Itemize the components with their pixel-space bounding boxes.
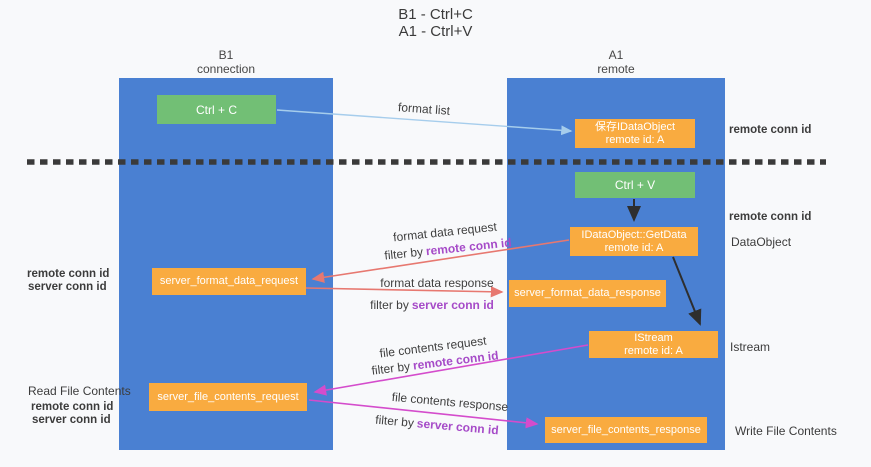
- diagram-title: B1 - Ctrl+C A1 - Ctrl+V: [0, 6, 871, 40]
- node-server-file-contents-request-label: server_file_contents_request: [157, 390, 299, 403]
- node-istream: IStream remote id: A: [589, 331, 718, 358]
- filter-by-text-1: filter by: [383, 244, 424, 263]
- left-server-conn-id-mid: server conn id: [28, 281, 107, 293]
- node-server-format-data-request: server_format_data_request: [152, 268, 306, 295]
- title-line-2: A1 - Ctrl+V: [398, 23, 473, 40]
- node-getdata-line2: remote id: A: [604, 241, 664, 254]
- server-conn-id-inline-1: server conn id: [411, 298, 494, 312]
- node-ctrl-v-label: Ctrl + V: [614, 178, 656, 192]
- node-ctrl-v: Ctrl + V: [575, 172, 695, 198]
- label-format-list: format list: [397, 100, 451, 118]
- node-server-file-contents-response-label: server_file_contents_response: [551, 423, 701, 436]
- left-column-header: B1 connection: [119, 48, 333, 76]
- node-istream-line2: remote id: A: [624, 344, 683, 357]
- right-istream-label: Istream: [730, 340, 771, 354]
- node-save-dataobject: 保存IDataObject remote id: A: [575, 119, 695, 148]
- left-remote-conn-id-mid: remote conn id: [27, 268, 110, 280]
- node-ctrl-c: Ctrl + C: [157, 95, 276, 124]
- node-ctrl-c-label: Ctrl + C: [195, 102, 237, 117]
- node-server-format-data-response: server_format_data_response: [509, 280, 666, 307]
- right-column-name: A1: [608, 48, 624, 62]
- node-server-file-contents-response: server_file_contents_response: [545, 417, 707, 443]
- node-server-file-contents-request: server_file_contents_request: [149, 383, 307, 411]
- left-server-conn-id-bottom: server conn id: [32, 414, 111, 426]
- right-remote-conn-id-mid: remote conn id: [729, 211, 812, 223]
- left-column-sub: connection: [196, 62, 256, 76]
- filter-by-text-2: filter by: [370, 298, 409, 312]
- node-getdata-line1: IDataObject::GetData: [581, 228, 687, 241]
- filter-by-text-3: filter by: [370, 359, 411, 378]
- label-file-contents-response: file contents response: [391, 389, 509, 415]
- node-server-format-data-request-label: server_format_data_request: [159, 275, 299, 287]
- left-remote-conn-id-bottom: remote conn id: [31, 401, 114, 413]
- right-column-header: A1 remote: [507, 48, 725, 76]
- right-column-sub: remote: [597, 62, 635, 76]
- node-save-dataobject-line1: 保存IDataObject: [594, 120, 676, 133]
- node-istream-line1: IStream: [634, 331, 673, 344]
- title-line-1: B1 - Ctrl+C: [398, 6, 473, 23]
- filter-by-text-4: filter by: [374, 412, 415, 430]
- node-getdata: IDataObject::GetData remote id: A: [570, 227, 698, 256]
- left-read-file-contents-label: Read File Contents: [28, 384, 131, 398]
- right-write-file-contents-label: Write File Contents: [735, 424, 837, 438]
- node-save-dataobject-line2: remote id: A: [605, 133, 665, 146]
- right-remote-conn-id-top: remote conn id: [729, 124, 812, 136]
- left-column-name: B1: [218, 48, 234, 62]
- label-format-data-response: format data response: [380, 276, 494, 290]
- server-conn-id-inline-2: server conn id: [416, 416, 500, 438]
- right-dataobject-label: DataObject: [731, 235, 792, 249]
- node-server-format-data-response-label: server_format_data_response: [514, 287, 661, 299]
